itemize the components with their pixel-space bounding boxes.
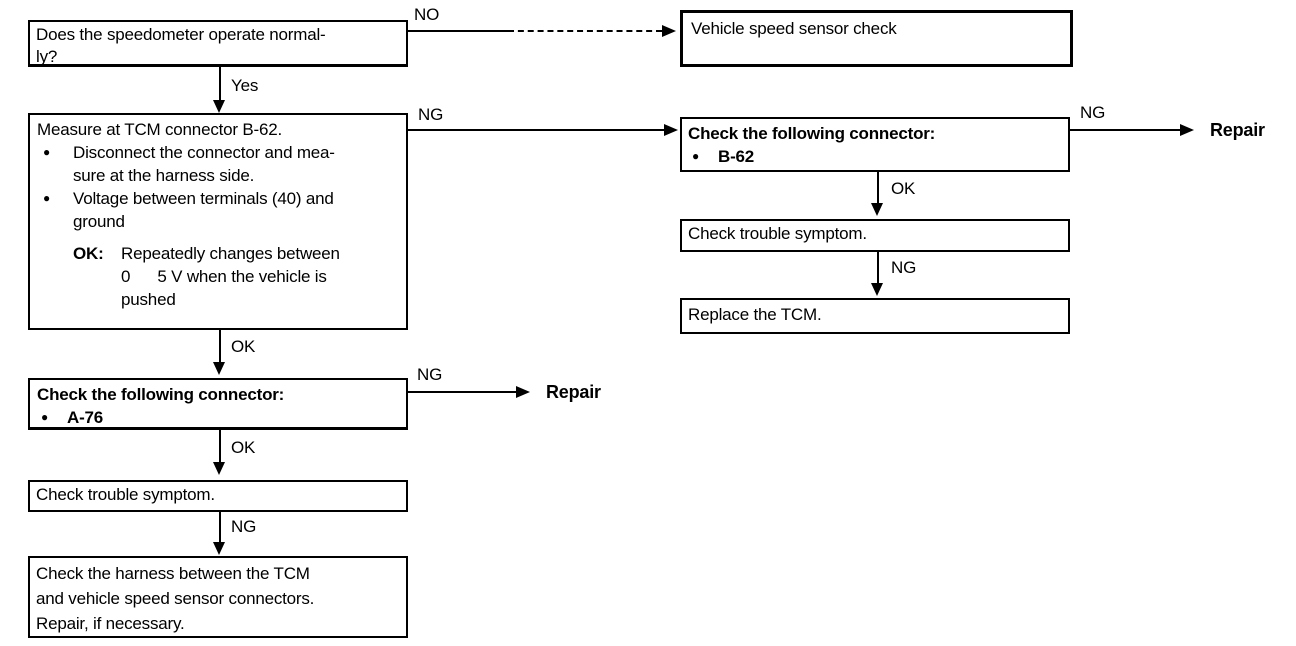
- flow-box-speedometer-question: Does the speedometer operate normal- ly?: [28, 20, 408, 67]
- box-title: Check the following connector:: [688, 124, 936, 143]
- bullet-item: ● A-76: [37, 406, 399, 429]
- ok-condition: OK: Repeatedly changes between 0 5 V whe…: [73, 242, 399, 311]
- arrowhead-down-icon: [213, 462, 225, 475]
- box-title: Check the following connector:: [37, 385, 285, 404]
- arrowhead-down-icon: [213, 100, 225, 113]
- result-repair-top: Repair: [1210, 120, 1265, 140]
- connector-ok-line: [877, 172, 879, 204]
- flow-box-check-harness: Check the harness between the TCM and ve…: [28, 556, 408, 638]
- box-text-line: Replace the TCM.: [688, 305, 822, 324]
- label-ng-connector-b62: NG: [1080, 103, 1106, 122]
- connector-ng-line: [406, 129, 664, 131]
- label-yes: Yes: [231, 76, 259, 95]
- label-ok-connector-a76: OK: [231, 438, 256, 457]
- ok-condition-text: Repeatedly changes between 0 5 V when th…: [121, 244, 340, 309]
- bullet-icon: ●: [43, 191, 51, 205]
- label-ok-measure: OK: [231, 337, 256, 356]
- box-text-line: Check the harness between the TCM: [36, 564, 310, 583]
- box-text-line: Check trouble symptom.: [688, 224, 867, 243]
- connector-ng-repair-line: [406, 391, 516, 393]
- box-text-line: Does the speedometer operate normal-: [36, 25, 326, 44]
- box-text-line: ly?: [36, 47, 58, 66]
- connector-ok-line: [219, 430, 221, 463]
- flow-box-check-trouble-symptom-left: Check trouble symptom.: [28, 480, 408, 512]
- flow-box-measure-tcm: Measure at TCM connector B-62. ● Disconn…: [28, 113, 408, 330]
- connector-no-line-solid: [406, 30, 508, 32]
- bullet-icon: ●: [692, 149, 700, 163]
- box-text-line: Repair, if necessary.: [36, 614, 185, 633]
- connector-ok-line: [219, 330, 221, 363]
- flow-box-replace-tcm: Replace the TCM.: [680, 298, 1070, 334]
- label-ng-symptom-right: NG: [891, 258, 917, 277]
- connector-ng-line: [877, 252, 879, 284]
- box-text-line: and vehicle speed sensor connectors.: [36, 589, 315, 608]
- result-repair-left: Repair: [546, 382, 601, 402]
- connector-yes-line: [219, 67, 221, 101]
- flow-box-check-connector-b62: Check the following connector: ● B-62: [680, 117, 1070, 172]
- arrowhead-right-icon: [1180, 124, 1194, 136]
- arrowhead-down-icon: [213, 542, 225, 555]
- arrowhead-right-icon: [662, 25, 676, 37]
- flow-box-check-connector-a76: Check the following connector: ● A-76: [28, 378, 408, 430]
- connector-no-line-dashed: [508, 30, 662, 32]
- label-no: NO: [414, 5, 440, 24]
- arrowhead-down-icon: [871, 203, 883, 216]
- arrowhead-down-icon: [213, 362, 225, 375]
- bullet-text: A-76: [67, 408, 104, 427]
- bullet-text: Disconnect the connector and mea- sure a…: [73, 143, 335, 185]
- connector-ng-repair-line: [1068, 129, 1180, 131]
- label-ng-connector-a76: NG: [417, 365, 443, 384]
- bullet-item: ● Disconnect the connector and mea- sure…: [37, 141, 399, 187]
- arrowhead-down-icon: [871, 283, 883, 296]
- bullet-item: ● Voltage between terminals (40) and gro…: [37, 187, 399, 233]
- bullet-item: ● B-62: [688, 145, 1062, 168]
- label-ng-measure: NG: [418, 105, 444, 124]
- ok-condition-key: OK:: [73, 244, 104, 263]
- bullet-text: Voltage between terminals (40) and groun…: [73, 189, 334, 231]
- bullet-icon: ●: [43, 145, 51, 159]
- flow-box-check-trouble-symptom-right: Check trouble symptom.: [680, 219, 1070, 252]
- flow-box-vehicle-speed-sensor-check: Vehicle speed sensor check: [680, 10, 1073, 67]
- label-ok-connector-b62: OK: [891, 179, 916, 198]
- box-title: Measure at TCM connector B-62.: [37, 120, 283, 139]
- label-ng-symptom-left: NG: [231, 517, 257, 536]
- connector-ng-line: [219, 512, 221, 543]
- box-text-line: Vehicle speed sensor check: [691, 19, 897, 38]
- arrowhead-right-icon: [664, 124, 678, 136]
- box-text-line: Check trouble symptom.: [36, 485, 215, 504]
- bullet-icon: ●: [41, 410, 49, 424]
- arrowhead-right-icon: [516, 386, 530, 398]
- bullet-text: B-62: [718, 147, 755, 166]
